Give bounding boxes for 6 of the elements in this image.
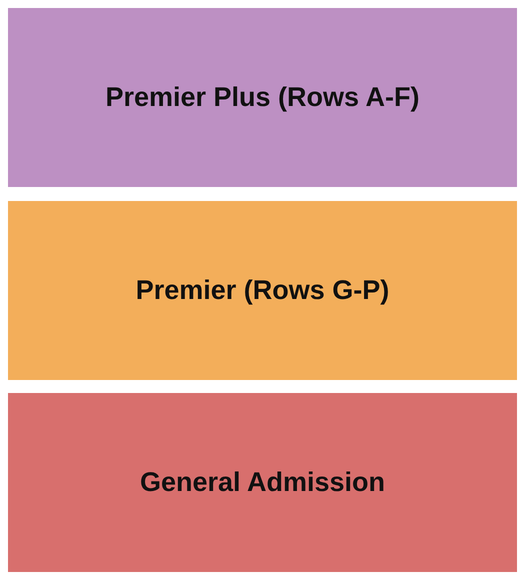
- section-label: Premier Plus (Rows A-F): [105, 82, 420, 113]
- seating-section: [8, 8, 517, 187]
- seating-section: [8, 201, 517, 380]
- seating-section: [8, 393, 517, 572]
- section-label: Premier (Rows G-P): [136, 275, 390, 306]
- section-label: General Admission: [140, 467, 386, 498]
